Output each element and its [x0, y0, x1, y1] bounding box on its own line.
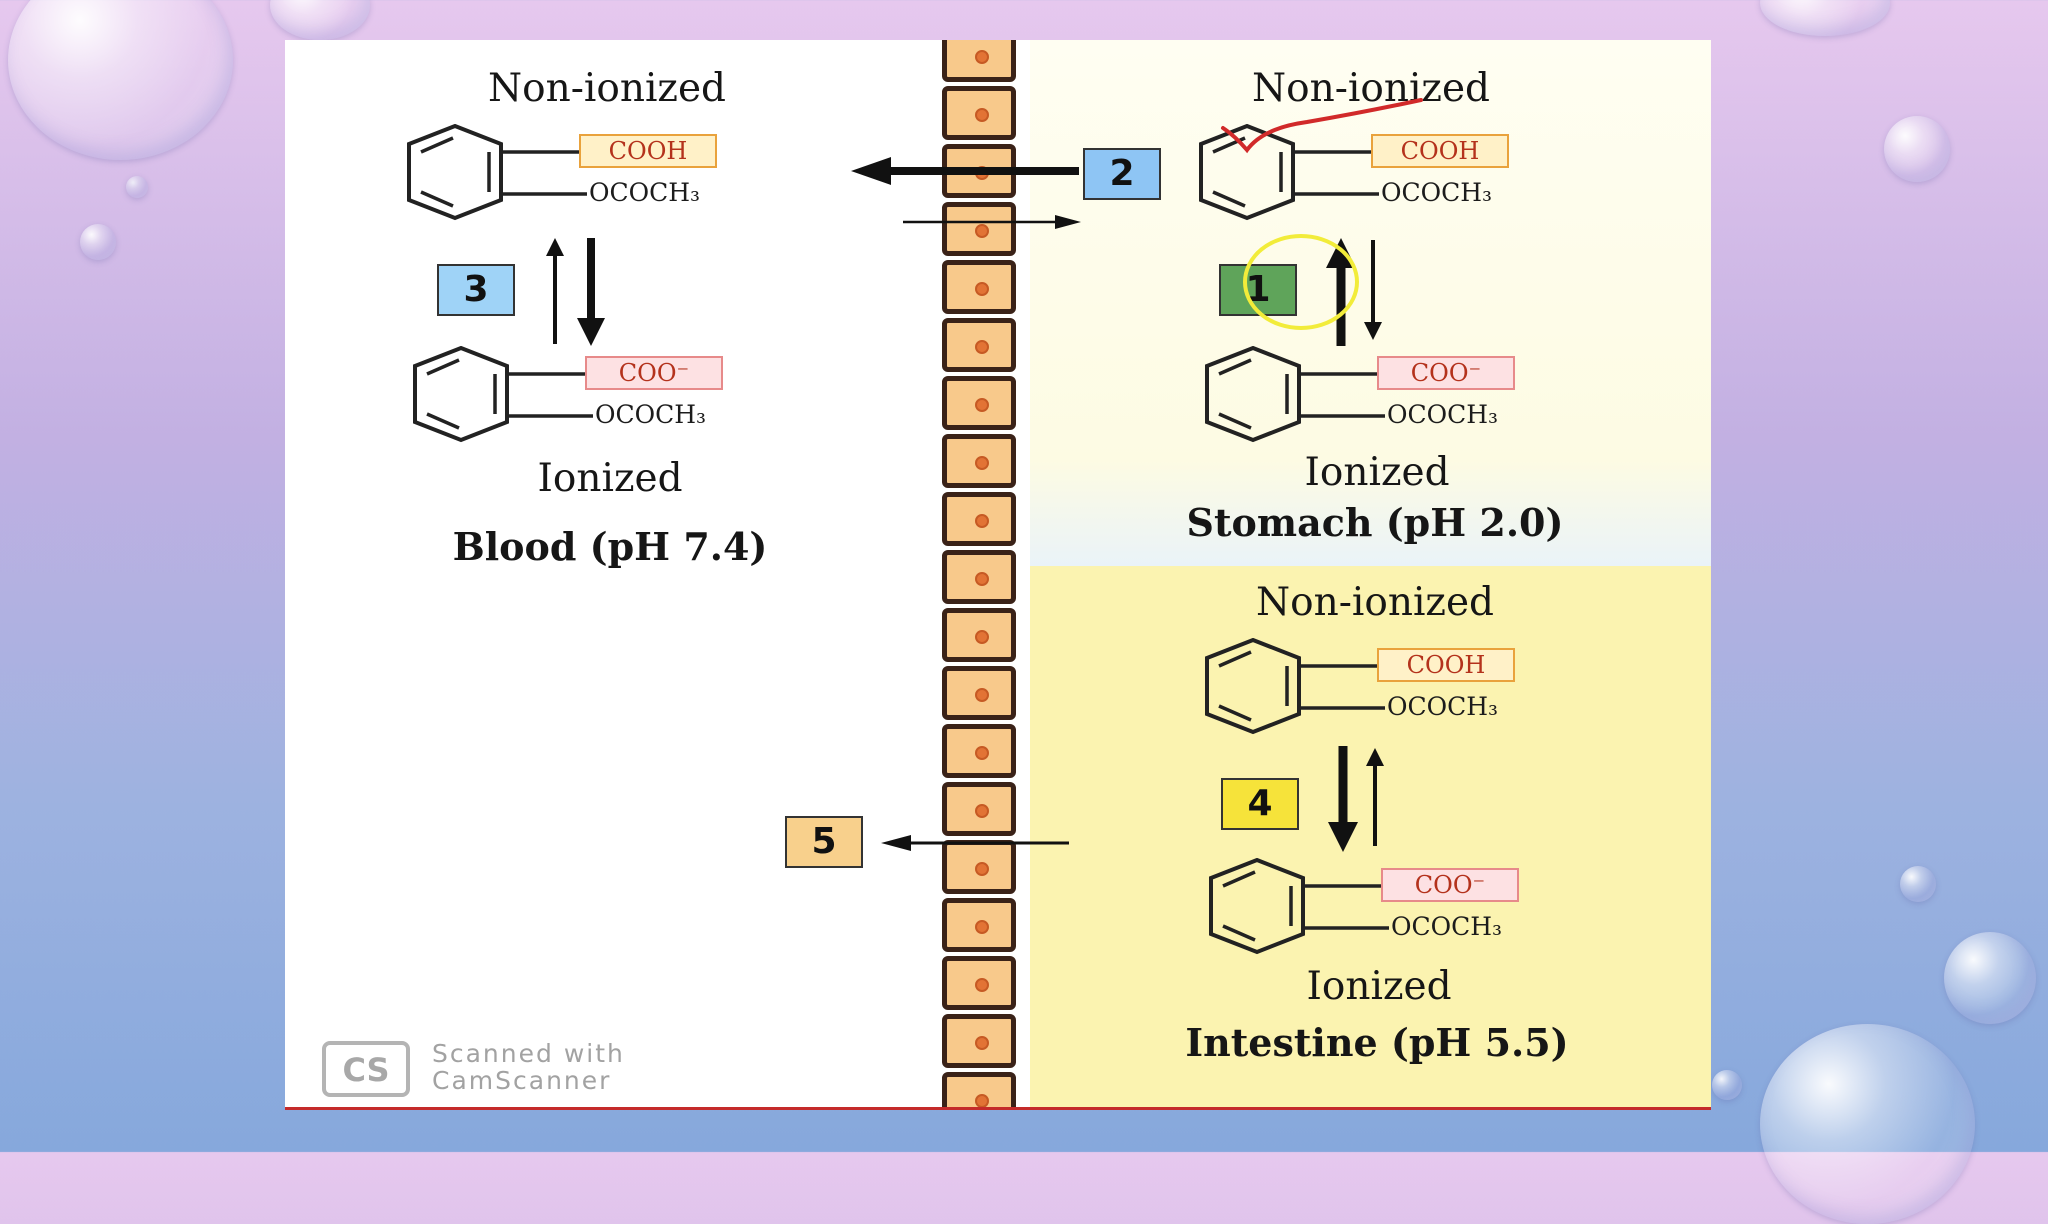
acetoxy-group: OCOCH₃ [1387, 692, 1499, 721]
benzene-ring-icon [407, 124, 587, 221]
camscanner-logo-icon: CS [322, 1041, 410, 1097]
carboxylate-group: COO⁻ [1381, 868, 1519, 902]
scanned-with-line1: Scanned with [432, 1039, 625, 1068]
acetoxy-group: OCOCH₃ [1391, 912, 1503, 941]
membrane-cell [942, 666, 1016, 720]
acetoxy-group: OCOCH₃ [595, 400, 707, 429]
bubble-top-right [1760, 0, 1890, 36]
step-2-badge: 2 [1083, 148, 1161, 200]
slide-bottom-border [285, 1107, 1711, 1110]
acetoxy-group: OCOCH₃ [589, 178, 701, 207]
bubble-bottom-right-large [1760, 1024, 1975, 1224]
stomach-region [1030, 40, 1711, 566]
benzene-ring-icon [413, 346, 593, 443]
transport-arrow-right-icon [903, 215, 1081, 229]
acetoxy-group: OCOCH₃ [1381, 178, 1493, 207]
step-4-badge: 4 [1221, 778, 1299, 830]
transport-arrow-left-icon [881, 835, 1069, 851]
equilibrium-arrows-icon [1328, 746, 1384, 852]
blood-ionized-label: Ionized [537, 456, 683, 501]
carboxylate-group: COO⁻ [585, 356, 723, 390]
yellow-circle-annotation-icon [1243, 234, 1359, 330]
bubble-top-left [8, 0, 233, 160]
stomach-ionized-molecule: COO⁻ OCOCH₃ [1201, 346, 1541, 446]
membrane-cell [942, 376, 1016, 430]
intestine-compartment-title: Intestine (pH 5.5) [1185, 1020, 1569, 1065]
intestine-region [1030, 566, 1711, 1110]
membrane-cell [942, 40, 1016, 82]
intestine-ionized-label: Ionized [1306, 964, 1452, 1009]
carboxyl-group: COOH [1377, 648, 1515, 682]
scanned-with-line2: CamScanner [432, 1066, 612, 1095]
blood-compartment-title: Blood (pH 7.4) [452, 524, 768, 569]
benzene-ring-icon [1205, 346, 1385, 443]
bubble-right-2 [1900, 866, 1936, 902]
stomach-nonionized-label: Non-ionized [1251, 66, 1491, 111]
step-3-badge: 3 [437, 264, 515, 316]
bubble-left-dot-1 [126, 176, 148, 198]
blood-nonionized-label: Non-ionized [487, 66, 727, 111]
membrane-cell [942, 1072, 1016, 1110]
cell-membrane [933, 40, 1028, 1110]
acetoxy-group: OCOCH₃ [1387, 400, 1499, 429]
membrane-cell [942, 782, 1016, 836]
membrane-cell [942, 434, 1016, 488]
benzene-ring-icon [1209, 858, 1389, 955]
membrane-cell [942, 260, 1016, 314]
stomach-ionized-label: Ionized [1304, 450, 1450, 495]
carboxylate-group: COO⁻ [1377, 356, 1515, 390]
bubble-bottom-right-small [1712, 1070, 1742, 1100]
membrane-cell [942, 318, 1016, 372]
membrane-cell [942, 550, 1016, 604]
step-1-badge: 1 [1219, 264, 1297, 316]
camscanner-logo-text: CS [342, 1051, 389, 1089]
scanned-with-text: Scanned with CamScanner [432, 1040, 625, 1094]
membrane-cell [942, 956, 1016, 1010]
membrane-cell [942, 86, 1016, 140]
carboxyl-group: COOH [1371, 134, 1509, 168]
membrane-cell [942, 608, 1016, 662]
bubble-top-left-small [270, 0, 370, 40]
membrane-cell [942, 492, 1016, 546]
membrane-cell [942, 1014, 1016, 1068]
intestine-nonionized-molecule: COOH OCOCH₃ [1201, 638, 1541, 738]
bubble-right-3 [1944, 932, 2036, 1024]
benzene-ring-icon [1205, 638, 1385, 735]
membrane-cell [942, 202, 1016, 256]
equilibrium-arrows-icon [546, 238, 605, 346]
bubble-left-dot-2 [80, 224, 116, 260]
intestine-nonionized-label: Non-ionized [1255, 580, 1495, 625]
red-checkmark-annotation-icon [1221, 98, 1423, 154]
blood-ionized-molecule: COO⁻ OCOCH₃ [409, 346, 749, 446]
carboxyl-group: COOH [579, 134, 717, 168]
blood-nonionized-molecule: COOH OCOCH₃ [403, 124, 743, 224]
stomach-compartment-title: Stomach (pH 2.0) [1186, 500, 1564, 545]
slide-diagram: Non-ionized COOH OCOCH₃ 3 COO⁻ OCOCH₃ [285, 40, 1711, 1110]
membrane-cell [942, 840, 1016, 894]
transport-arrow-left-icon [851, 157, 1079, 185]
bubble-right-1 [1884, 116, 1950, 182]
equilibrium-arrows-icon [1326, 238, 1382, 346]
step-5-badge: 5 [785, 816, 863, 868]
intestine-ionized-molecule: COO⁻ OCOCH₃ [1205, 858, 1545, 958]
membrane-cell [942, 898, 1016, 952]
membrane-cell [942, 724, 1016, 778]
